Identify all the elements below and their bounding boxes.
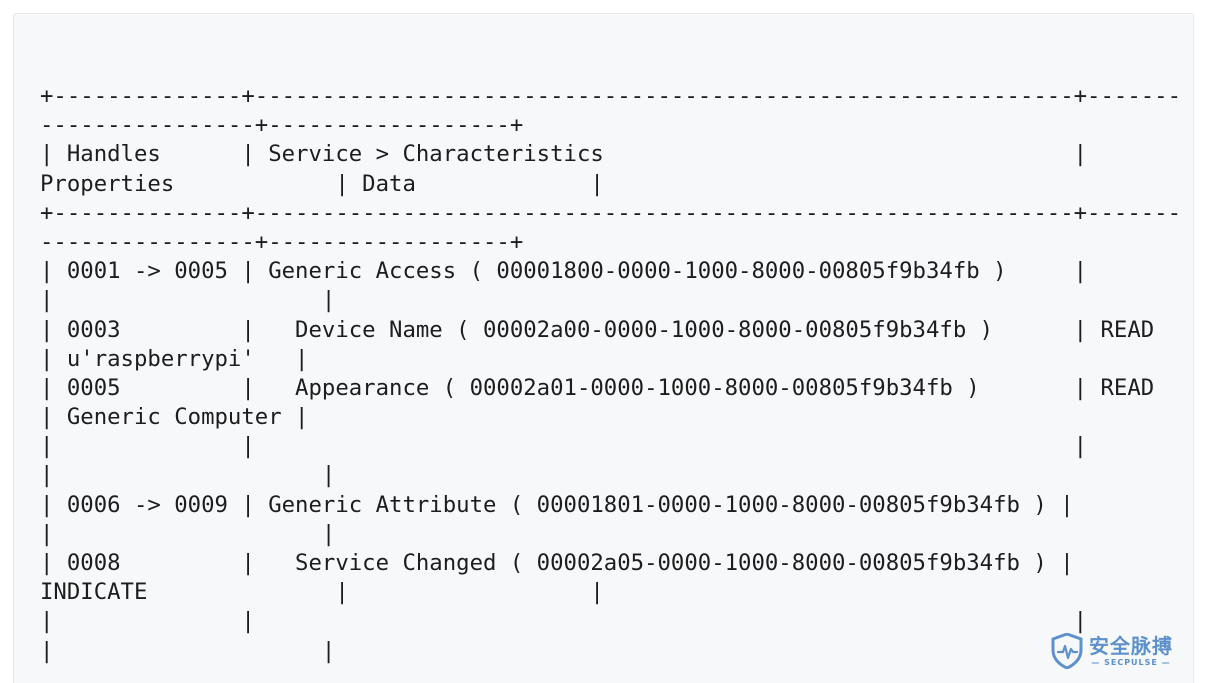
shield-icon bbox=[1051, 633, 1083, 669]
code-line-19: | | | bbox=[40, 608, 1088, 635]
code-line-17: | 0008 | Service Changed ( 00002a05-0000… bbox=[40, 550, 1074, 576]
code-line-14: | | bbox=[40, 462, 336, 489]
code-line-7: | 0001 -> 0005 | Generic Access ( 000018… bbox=[40, 258, 1088, 285]
code-block: +--------------+------------------------… bbox=[40, 82, 1181, 666]
code-line-6: ----------------+------------------+ bbox=[40, 228, 524, 255]
code-line-13: | | | bbox=[40, 433, 1088, 460]
code-line-9: | 0003 | Device Name ( 00002a00-0000-100… bbox=[40, 316, 1155, 343]
secpulse-watermark: 安全脉搏 — SECPULSE — bbox=[1051, 633, 1173, 669]
code-line-2: ----------------+------------------+ bbox=[40, 112, 524, 139]
code-line-5: +--------------+------------------------… bbox=[40, 199, 1182, 226]
code-line-12: | Generic Computer | bbox=[40, 404, 309, 431]
code-line-1: +--------------+------------------------… bbox=[40, 83, 1182, 109]
code-line-4: Properties | Data | bbox=[40, 170, 604, 197]
code-line-10: | u'raspberrypi' | bbox=[40, 345, 309, 372]
code-line-8: | | bbox=[40, 287, 336, 314]
code-block-card: +--------------+------------------------… bbox=[13, 13, 1194, 683]
code-line-11: | 0005 | Appearance ( 00002a01-0000-1000… bbox=[40, 374, 1155, 401]
code-line-16: | | bbox=[40, 520, 336, 547]
code-line-15: | 0006 -> 0009 | Generic Attribute ( 000… bbox=[40, 491, 1074, 518]
watermark-text: 安全脉搏 — SECPULSE — bbox=[1089, 636, 1173, 667]
watermark-cn: 安全脉搏 bbox=[1089, 633, 1173, 658]
code-line-20: | | bbox=[40, 637, 336, 664]
watermark-en: — SECPULSE — bbox=[1091, 657, 1171, 667]
code-line-18: INDICATE | | bbox=[40, 579, 604, 606]
code-line-3: | Handles | Service > Characteristics | bbox=[40, 141, 1088, 168]
